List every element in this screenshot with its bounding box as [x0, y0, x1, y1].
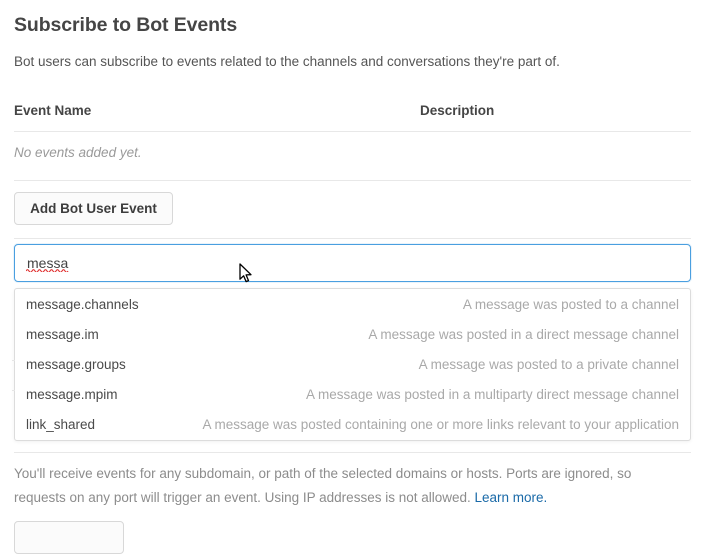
option-event-name: message.channels	[26, 296, 139, 312]
option-event-description: A message was posted to a private channe…	[418, 356, 679, 372]
event-search-field[interactable]	[14, 244, 691, 282]
empty-state-message: No events added yet.	[14, 145, 142, 160]
events-table-header: Event Name Description	[14, 103, 691, 125]
learn-more-link[interactable]: Learn more.	[474, 490, 548, 505]
option-event-name: message.mpim	[26, 386, 118, 402]
column-header-description: Description	[420, 103, 495, 118]
footer-divider	[14, 452, 691, 453]
option-event-name: message.groups	[26, 356, 126, 372]
list-item[interactable]: message.mpim A message was posted in a m…	[15, 379, 690, 409]
table-body-divider	[14, 180, 691, 181]
add-bot-user-event-button[interactable]: Add Bot User Event	[14, 192, 173, 225]
event-search-input[interactable]	[14, 244, 691, 282]
footer-note-text: You'll receive events for any subdomain,…	[14, 466, 632, 505]
page-title: Subscribe to Bot Events	[14, 14, 238, 36]
subscribe-bot-events-page: Subscribe to Bot Events Bot users can su…	[12, 14, 691, 554]
underlying-row-tick	[12, 360, 15, 361]
underlying-row-tick	[12, 390, 15, 391]
table-header-divider	[14, 131, 691, 132]
footer-note: You'll receive events for any subdomain,…	[14, 462, 686, 510]
list-item[interactable]: message.groups A message was posted to a…	[15, 349, 690, 379]
option-event-description: A message was posted in a direct message…	[368, 326, 679, 342]
option-event-description: A message was posted to a channel	[462, 296, 679, 312]
event-suggestions-dropdown[interactable]: message.channels A message was posted to…	[14, 288, 691, 441]
below-button-divider	[14, 238, 691, 239]
option-event-name: link_shared	[26, 416, 96, 432]
column-header-event-name: Event Name	[14, 103, 92, 118]
list-item[interactable]: message.channels A message was posted to…	[15, 289, 690, 319]
list-item[interactable]: message.im A message was posted in a dir…	[15, 319, 690, 349]
option-event-name: message.im	[26, 326, 99, 342]
option-event-description: A message was posted containing one or m…	[202, 416, 679, 432]
option-event-description: A message was posted in a multiparty dir…	[306, 386, 679, 402]
bottom-partial-button[interactable]	[14, 521, 124, 554]
page-description: Bot users can subscribe to events relate…	[14, 54, 560, 69]
list-item[interactable]: link_shared A message was posted contain…	[15, 409, 690, 439]
